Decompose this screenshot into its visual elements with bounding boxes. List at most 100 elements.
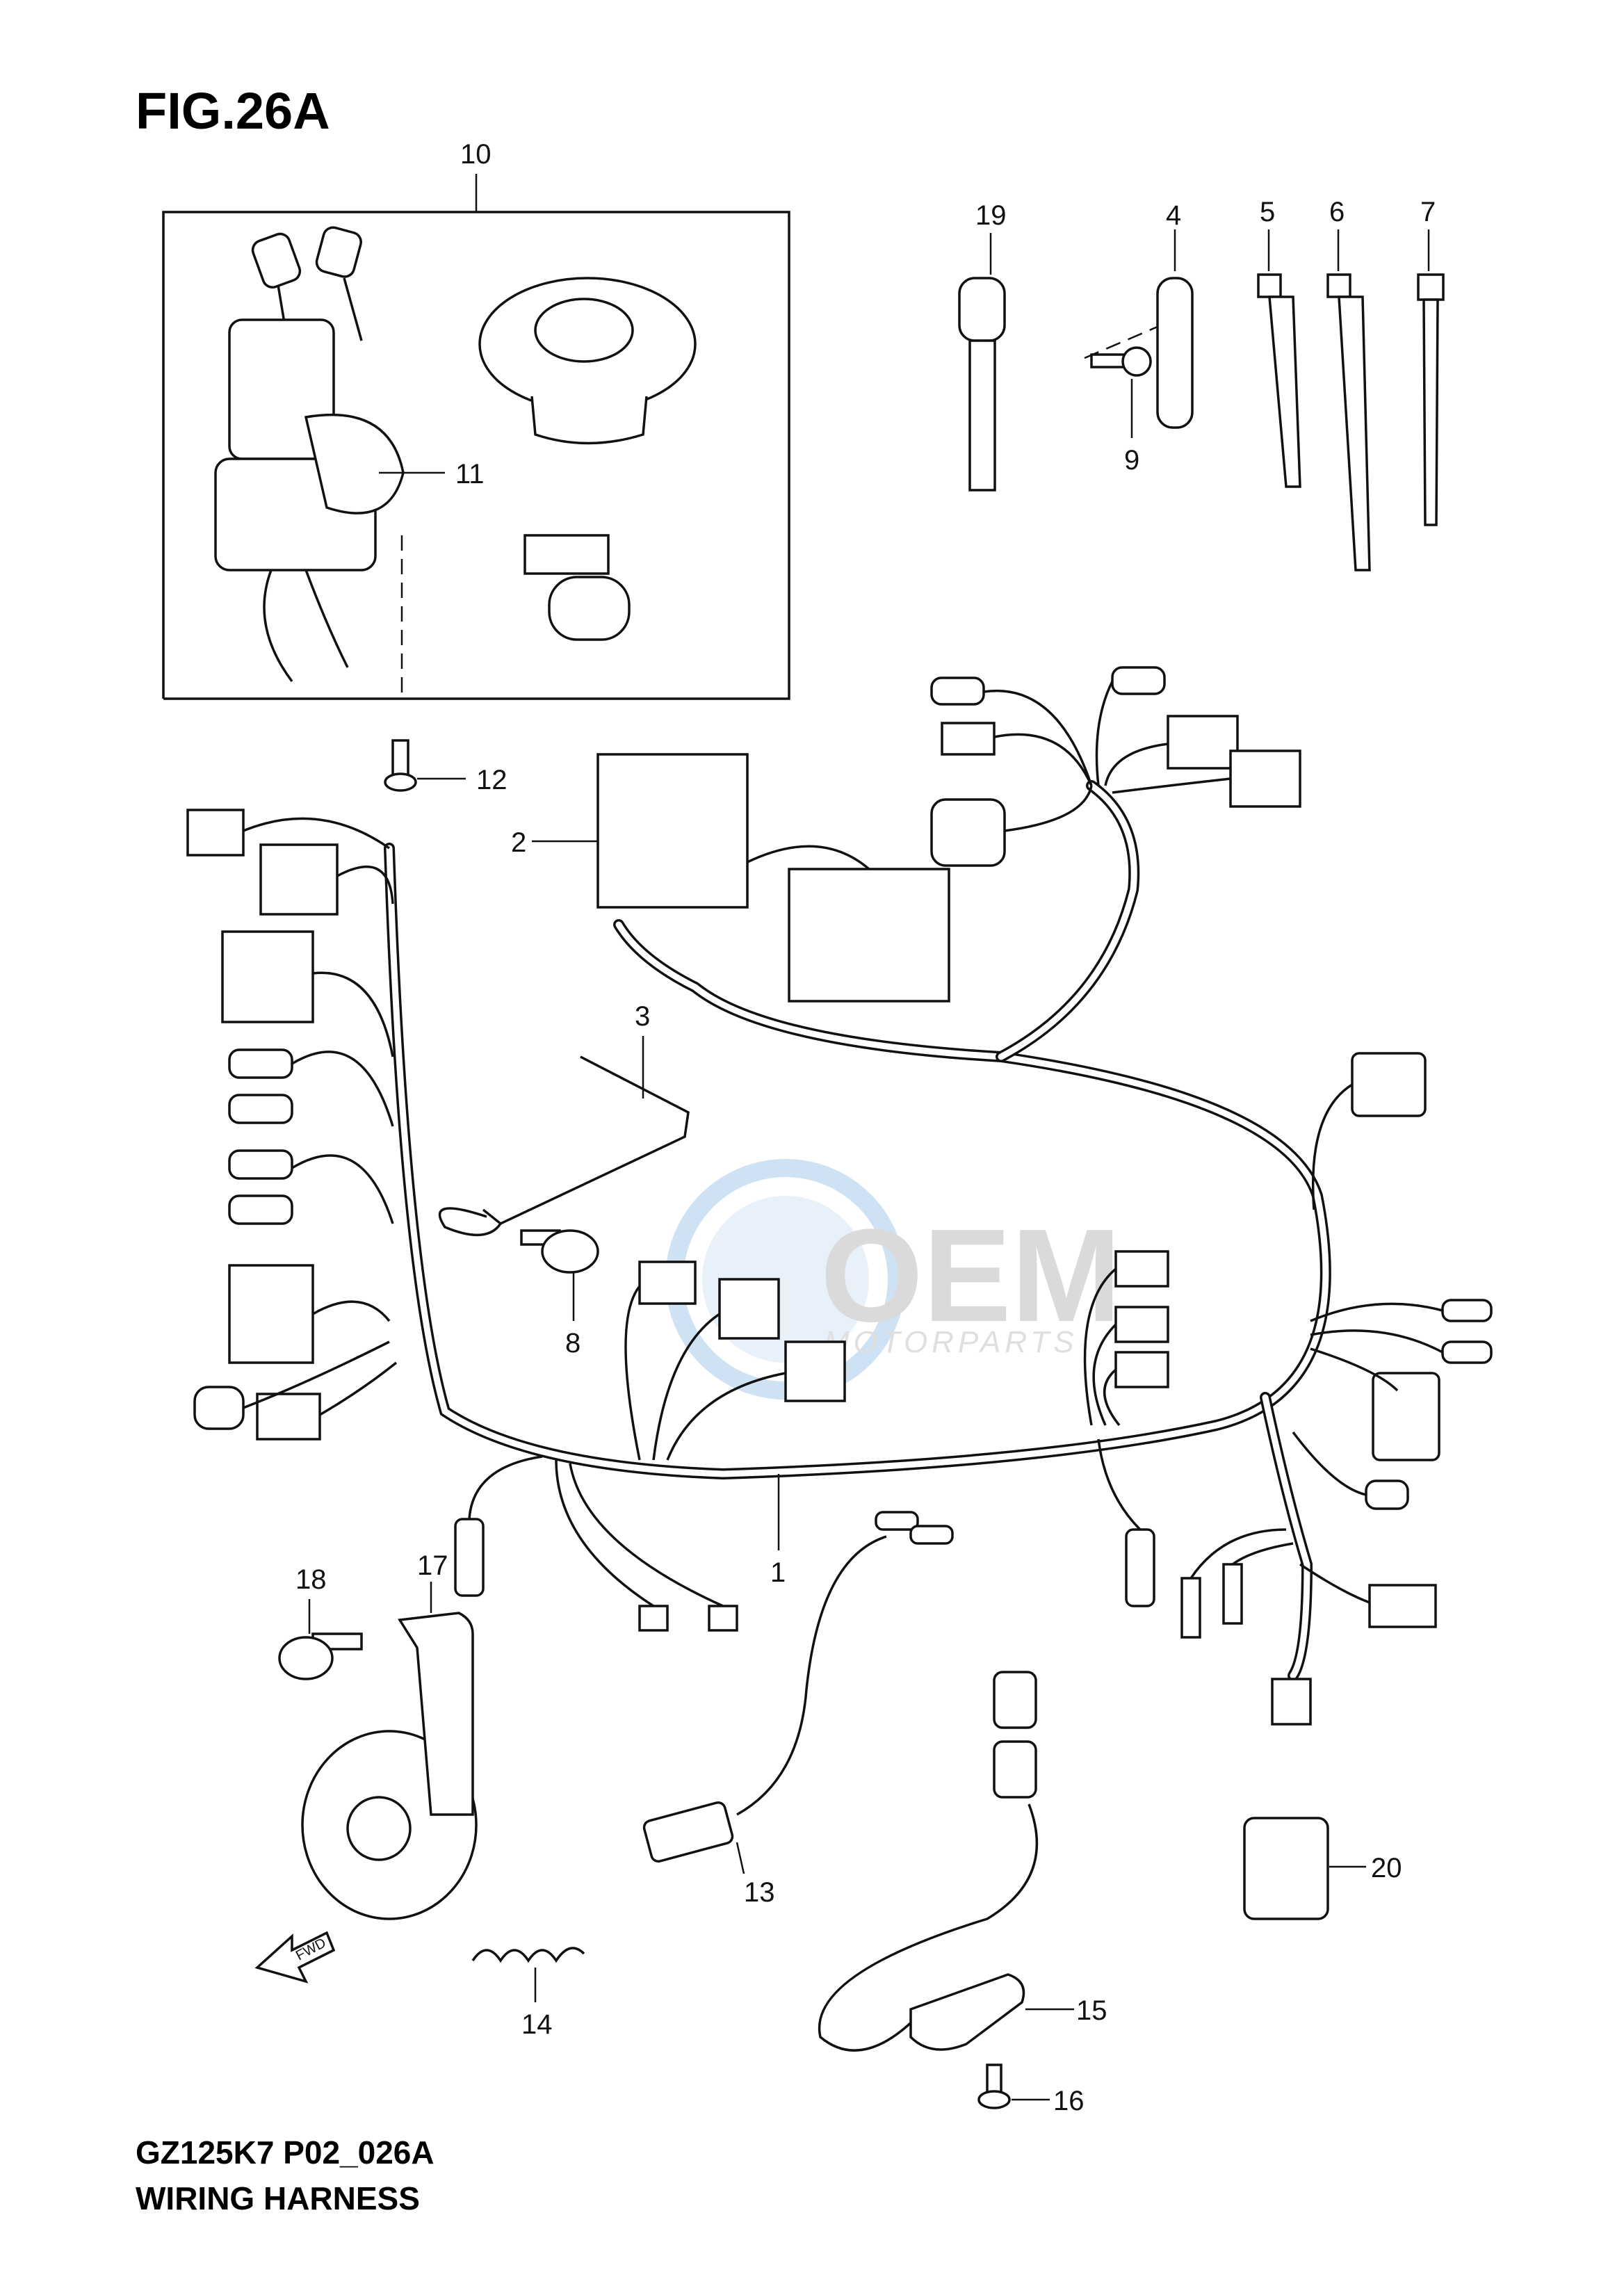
tie-6-strap	[1338, 295, 1371, 571]
pigtail-7	[1271, 1678, 1312, 1726]
key-blank-blade	[968, 339, 996, 492]
bolt-18-head	[278, 1636, 334, 1680]
callout-labels: 1 2 3 4 5 6 7 8 9 10 11 12 13 14 15 16 1…	[295, 139, 1436, 2116]
callout-8: 8	[565, 1328, 580, 1359]
callout-6: 6	[1329, 197, 1345, 227]
pigtail-4	[1125, 1528, 1155, 1607]
pigtail-6	[1222, 1563, 1243, 1625]
key-blank-head	[958, 277, 1006, 342]
bottom-pigtail-wires	[468, 1438, 1370, 1607]
part-20-relay[interactable]	[1243, 1817, 1366, 1920]
pigtail-3	[708, 1605, 738, 1632]
callout-15: 15	[1076, 1995, 1107, 2026]
watermark-brand: OEM	[820, 1202, 1121, 1349]
fuel-lid-base	[530, 396, 648, 445]
part-9-screw[interactable]	[1090, 346, 1152, 438]
part-7-cable-tie[interactable]	[1417, 229, 1445, 526]
callout-3: 3	[635, 1001, 650, 1032]
sensor-connector-1	[993, 1671, 1037, 1729]
pigtail-8	[1368, 1584, 1437, 1628]
connector-top-4	[1111, 666, 1166, 695]
ignition-key-icon	[251, 232, 302, 289]
connector-right-3	[1441, 1340, 1493, 1364]
tie-7-strap	[1422, 298, 1439, 526]
harness-trunk-inner	[386, 845, 1329, 1477]
part-15-sensor[interactable]	[818, 1671, 1074, 2052]
part-18-bolt[interactable]	[278, 1599, 363, 1680]
connector-top-3	[930, 676, 985, 706]
part-19-key-blank[interactable]	[958, 233, 1006, 492]
fwd-arrow: FWD	[254, 1931, 336, 1984]
brake-switch-terminal-2	[909, 1525, 954, 1545]
mid-connector-wires	[1083, 1267, 1121, 1427]
clamp-dash-line	[1084, 325, 1158, 359]
part-17-horn[interactable]	[301, 1582, 478, 1920]
connector-right-4	[1372, 1372, 1440, 1461]
callout-14: 14	[521, 2009, 553, 2040]
part-10-ignition-set[interactable]	[162, 174, 790, 700]
connector-right-1-wire	[1311, 1083, 1353, 1210]
part-16-screw[interactable]	[977, 2063, 1050, 2109]
connector-top-5	[1167, 715, 1239, 770]
seat-lock-plate	[523, 534, 610, 575]
callout-11: 11	[455, 459, 485, 489]
brake-switch-body	[642, 1801, 734, 1863]
sensor-cable	[818, 1803, 1039, 2052]
connector-left-8	[228, 1264, 314, 1364]
pigtail-1	[454, 1518, 485, 1597]
part-14-spring[interactable]	[471, 1947, 585, 2002]
spare-key-icon	[315, 226, 362, 278]
part-4-clamp[interactable]	[1084, 229, 1194, 429]
callout-13: 13	[744, 1877, 775, 1908]
screw-16-head	[977, 2090, 1011, 2109]
callout-20: 20	[1371, 1853, 1402, 1883]
callout-12: 12	[476, 765, 508, 795]
tie-7-head	[1417, 273, 1445, 301]
spring-coil	[471, 1947, 585, 1963]
bolt-8-head	[541, 1229, 599, 1274]
connector-right-1	[1351, 1052, 1427, 1117]
screw-9-shank	[1090, 353, 1128, 368]
part-8-bolt[interactable]	[520, 1229, 599, 1321]
connector-top-6	[1229, 749, 1301, 808]
part-13-brake-switch[interactable]	[642, 1511, 954, 1874]
connector-top-1	[930, 798, 1006, 867]
callout-18: 18	[295, 1564, 327, 1595]
part-12-screw[interactable]	[384, 739, 466, 792]
connector-left-7	[228, 1194, 293, 1225]
connector-center-3	[784, 1340, 846, 1402]
relay-body	[1243, 1817, 1329, 1920]
connector-right-2	[1441, 1299, 1493, 1322]
screw-12-head	[384, 772, 417, 792]
part-3-rod[interactable]	[438, 1036, 690, 1236]
connector-left-10	[256, 1393, 321, 1441]
part-6-cable-tie[interactable]	[1326, 229, 1371, 571]
brake-switch-cable	[736, 1535, 887, 1816]
callout-4: 4	[1166, 200, 1181, 231]
connector-left-1	[186, 809, 245, 857]
fuel-lid-opening	[534, 298, 634, 363]
part-1-wiring-harness[interactable]	[186, 666, 1493, 1726]
pigtail-2	[638, 1605, 669, 1632]
right-connector-wires	[1292, 1302, 1443, 1496]
ecm-socket	[788, 868, 950, 1003]
connector-left-3	[221, 930, 314, 1023]
seat-lock-cylinder	[548, 576, 631, 641]
connector-left-5	[228, 1094, 293, 1124]
part-5-cable-tie[interactable]	[1257, 229, 1301, 488]
harness-branch-bottom-inner	[1262, 1394, 1310, 1679]
top-connector-wires	[983, 681, 1231, 832]
model-code: GZ125K7 P02_026A	[136, 2134, 435, 2171]
ignition-wires	[263, 569, 349, 683]
center-connector-wires	[624, 1285, 786, 1461]
screw-9-head	[1121, 346, 1152, 377]
pigtail-5	[1180, 1577, 1201, 1639]
ecm-connector	[596, 753, 749, 909]
connector-left-9	[193, 1386, 245, 1430]
harness-branch-top-inner	[998, 782, 1137, 1060]
tie-6-head	[1326, 273, 1351, 298]
section-title: WIRING HARNESS	[136, 2180, 420, 2216]
clamp-body	[1156, 277, 1194, 429]
tie-5-head	[1257, 273, 1282, 298]
